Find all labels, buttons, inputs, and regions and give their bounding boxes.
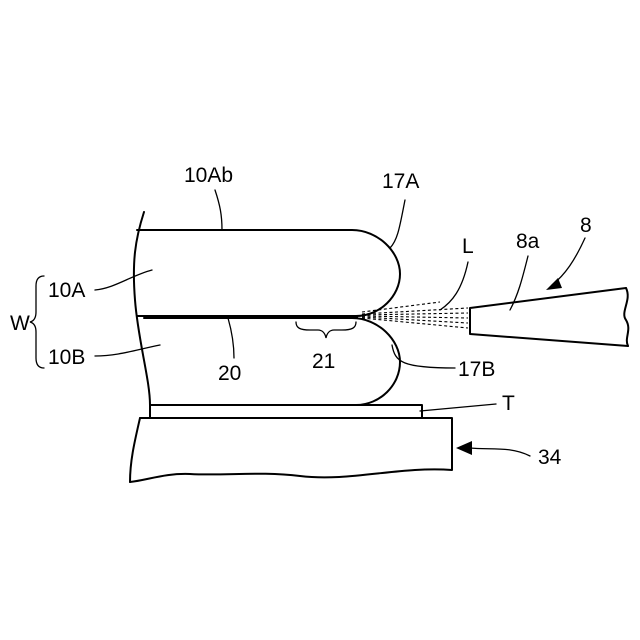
leader-17a (390, 200, 405, 248)
brace-21 (296, 322, 356, 338)
brace-w (30, 276, 44, 368)
label-8: 8 (580, 214, 592, 237)
label-w: W (10, 312, 30, 335)
leader-l (440, 262, 468, 310)
label-17b: 17B (458, 358, 495, 381)
chuck-table (130, 418, 452, 482)
label-t: T (502, 392, 515, 415)
leader-10a (95, 270, 152, 290)
label-10b: 10B (48, 346, 85, 369)
label-21: 21 (312, 350, 335, 373)
label-8a: 8a (516, 230, 540, 253)
lower-wafer (144, 318, 400, 405)
leader-10b (95, 345, 160, 356)
break-line (130, 212, 150, 482)
laser-beam (362, 302, 468, 328)
tape (150, 405, 422, 418)
label-17a: 17A (382, 170, 419, 193)
label-10a: 10A (48, 279, 85, 302)
leader-t (420, 404, 496, 411)
upper-wafer (137, 230, 400, 316)
label-34: 34 (538, 446, 562, 469)
leader-20 (228, 318, 234, 358)
label-10ab: 10Ab (184, 164, 233, 187)
arrow-8 (546, 238, 585, 290)
laser-head (470, 288, 628, 346)
laser-head-break (624, 288, 628, 346)
arrow-34 (456, 441, 530, 456)
label-20: 20 (218, 362, 241, 385)
leader-17b (392, 345, 455, 368)
label-l: L (462, 235, 474, 258)
leader-10ab (215, 190, 222, 230)
